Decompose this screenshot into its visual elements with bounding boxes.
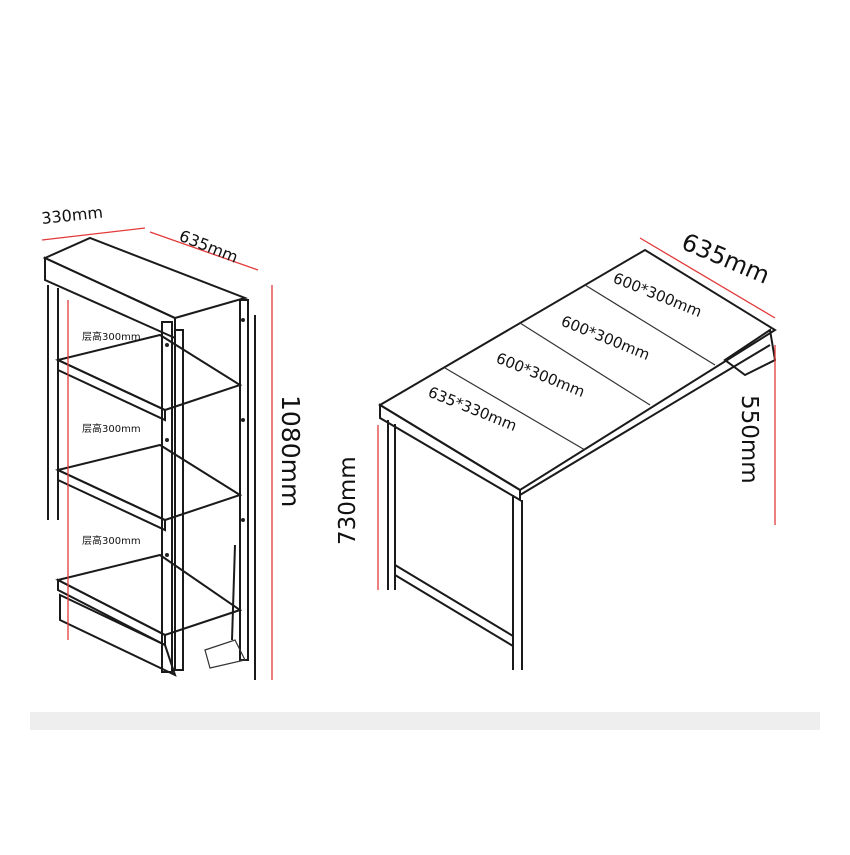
- front-left-post: [161, 321, 173, 673]
- bracket-height-label: 550mm: [736, 395, 762, 484]
- folding-table-drawing: [378, 248, 777, 670]
- shelf-height-label: 1080mm: [276, 395, 305, 507]
- hinge-plate: [204, 639, 246, 669]
- panel-label-4: 635*330mm: [426, 383, 520, 435]
- shelf-unit-drawing: [42, 236, 256, 680]
- table-dimension-lines: [377, 237, 776, 590]
- ground-strip: [30, 712, 820, 730]
- shelf-top-front: [44, 256, 176, 340]
- tier-label-2: 层高300mm: [82, 422, 141, 435]
- shelf-depth-label: 330mm: [40, 203, 103, 228]
- tier-label-1: 层高300mm: [82, 330, 141, 343]
- tabletop: [378, 248, 777, 492]
- side-rail: [519, 344, 771, 496]
- front-right-post: [239, 299, 249, 661]
- tier-label-3: 层高300mm: [82, 534, 141, 547]
- gas-strut: [231, 544, 236, 641]
- leg-crossbar: [394, 564, 514, 637]
- shelf-width-label: 635mm: [177, 226, 241, 267]
- table-width-label: 635mm: [678, 228, 774, 290]
- table-height-label: 730mm: [335, 456, 361, 545]
- shelf-dimension-lines: [41, 227, 273, 680]
